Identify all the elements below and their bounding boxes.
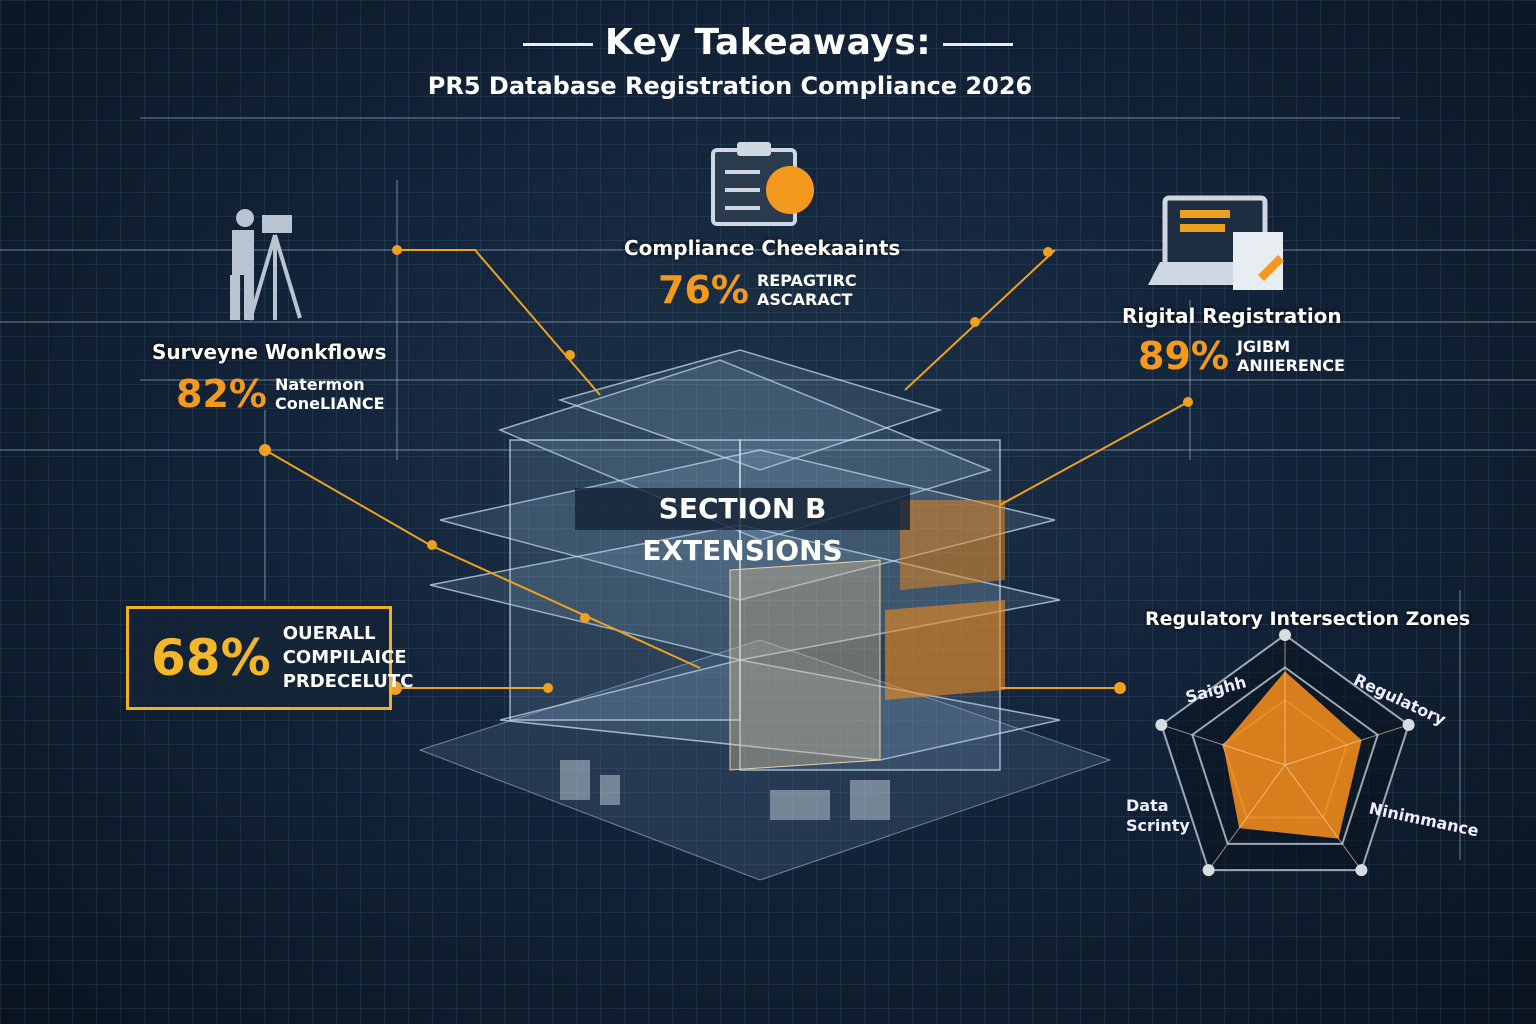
overall-line: PRDECELUTC	[282, 671, 414, 692]
section-label: SECTION B EXTENSIONS	[575, 488, 910, 567]
overall-line: OUERALL	[282, 623, 376, 644]
building-illustration	[418, 349, 1112, 881]
overall-compliance-box: 68% OUERALL COMPILAICE PRDECELUTC	[126, 606, 413, 710]
radar-spoke	[1161, 724, 1286, 766]
callout-desc: ConeLIANCE	[274, 394, 385, 413]
radar-area	[1223, 671, 1362, 839]
surveyor-icon	[230, 209, 302, 321]
callout-value: 76%	[658, 268, 749, 312]
callout-desc: ASCARACT	[756, 290, 853, 309]
radar-spoke	[1208, 764, 1286, 871]
callout-desc: JGIBM	[1236, 337, 1291, 356]
callout-label: Rigital Registration	[1122, 304, 1342, 328]
radar-vertex	[1155, 718, 1168, 731]
radar-title: Regulatory Intersection Zones	[1145, 608, 1471, 630]
radar-vertex	[1402, 718, 1415, 731]
page-subtitle: PR5 Database Registration Compliance 202…	[427, 72, 1033, 100]
callout-desc: ANIIERENCE	[1236, 356, 1345, 375]
radar-vertex	[1279, 629, 1291, 641]
radar-grid-ring	[1191, 666, 1379, 845]
callout-value: 82%	[176, 372, 267, 416]
callout-desc: Natermon	[274, 375, 365, 394]
callout-desc: REPAGTIRC	[756, 271, 857, 290]
radar-spoke	[1284, 764, 1362, 871]
page-title: Key Takeaways:	[0, 22, 1536, 63]
clipboard-icon	[711, 142, 814, 226]
radar-chart	[1155, 629, 1415, 877]
radar-spoke	[1284, 724, 1409, 766]
radar-axis-label: Data Scrinty	[1126, 796, 1190, 835]
callout-value: 89%	[1138, 334, 1229, 378]
callout-label: Compliance Cheekaaints	[624, 236, 901, 260]
overall-value: 68%	[151, 629, 271, 687]
callout-label: Surveyne Wonkflows	[152, 340, 387, 364]
overall-line: COMPILAICE	[282, 647, 407, 668]
laptop-registration-icon	[1148, 195, 1284, 290]
radar-vertex	[1355, 864, 1368, 877]
radar-vertex	[1202, 864, 1215, 877]
